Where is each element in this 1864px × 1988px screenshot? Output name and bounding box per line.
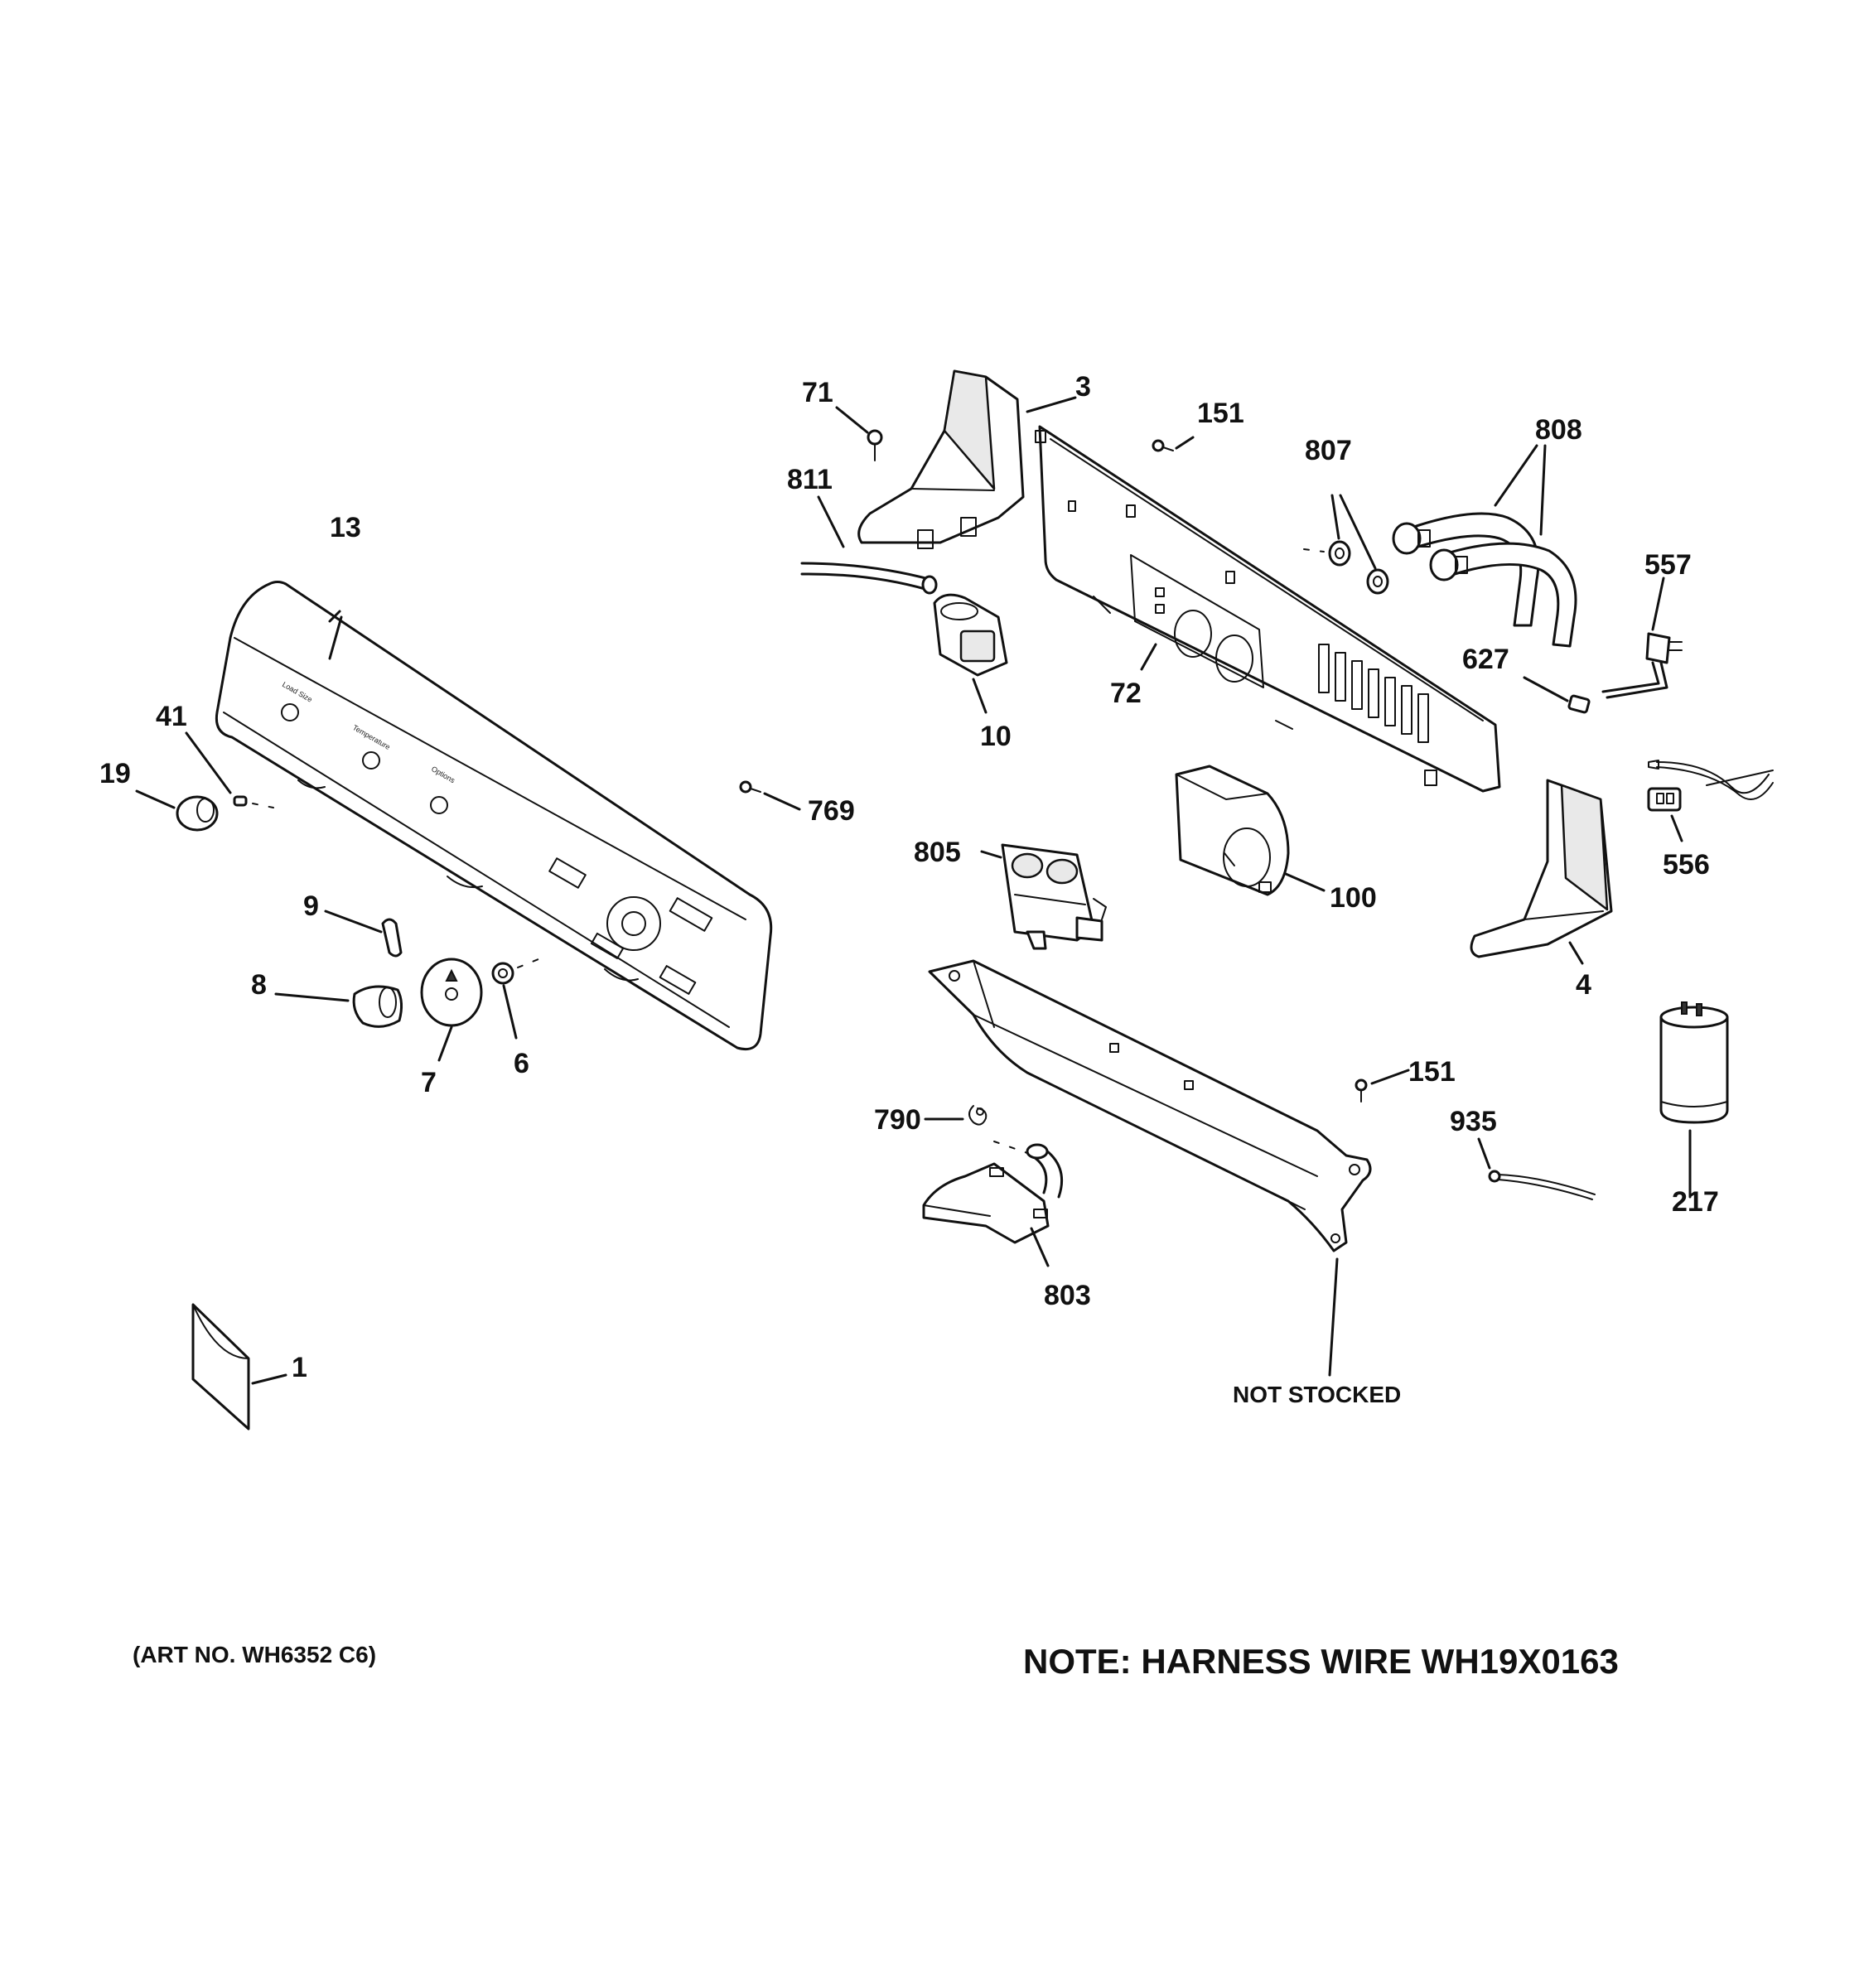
label-151-bottom: 151: [1408, 1056, 1456, 1088]
label-808: 808: [1535, 414, 1582, 446]
part-4-end-cap-right: [1470, 779, 1613, 958]
label-790: 790: [874, 1104, 921, 1136]
part-151-screw-top: [1152, 439, 1174, 452]
part-9-clip: [381, 918, 403, 958]
label-72: 72: [1110, 678, 1142, 709]
label-9: 9: [303, 890, 319, 922]
part-71-screw: [867, 429, 883, 461]
label-803: 803: [1044, 1280, 1091, 1311]
part-10-pressure-switch: [933, 593, 1008, 677]
part-627-bushing: [1567, 694, 1591, 714]
part-790-clamp: [968, 1105, 988, 1126]
part-7-dial-disc: [420, 958, 483, 1027]
part-811-hose: [800, 562, 938, 595]
assembly-dash-lines: [252, 548, 1325, 1154]
label-1: 1: [292, 1352, 307, 1383]
label-217: 217: [1672, 1186, 1719, 1218]
label-811: 811: [787, 464, 833, 495]
part-8-knob: [352, 985, 403, 1028]
label-557: 557: [1644, 549, 1692, 581]
label-627: 627: [1462, 644, 1509, 675]
part-41-spring: [233, 795, 248, 807]
label-not-stocked: NOT STOCKED: [1233, 1382, 1401, 1407]
label-71: 71: [802, 377, 833, 408]
label-10: 10: [980, 721, 1012, 752]
part-19-knob: [176, 795, 219, 832]
label-807: 807: [1305, 435, 1352, 466]
part-1-literature: [191, 1303, 250, 1431]
part-557-power-cord: [1601, 632, 1683, 699]
part-803-hose-assembly: [922, 1143, 1064, 1244]
label-4: 4: [1576, 969, 1591, 1001]
label-6: 6: [514, 1048, 529, 1079]
part-769-screw: [739, 780, 761, 794]
part-100-timer: [1175, 765, 1290, 896]
label-556: 556: [1663, 849, 1710, 881]
harness-note: NOTE: HARNESS WIRE WH19X0163: [1023, 1642, 1619, 1681]
label-41: 41: [156, 701, 187, 732]
leader-lines: [135, 396, 1692, 1385]
label-151-top: 151: [1197, 398, 1244, 429]
label-8: 8: [251, 969, 267, 1001]
part-808-fill-hoses: [1392, 512, 1577, 648]
label-769: 769: [808, 795, 855, 827]
part-805-water-valve: [1001, 843, 1107, 950]
label-3: 3: [1075, 371, 1091, 403]
vent-slots: [1318, 644, 1429, 743]
label-805: 805: [914, 837, 961, 868]
part-556-harness: [1647, 760, 1774, 812]
label-13: 13: [330, 512, 361, 543]
label-19: 19: [99, 758, 131, 789]
part-935-ground-wire: [1488, 1170, 1596, 1200]
label-935: 935: [1450, 1106, 1497, 1137]
label-7: 7: [421, 1067, 437, 1098]
part-3-end-cap-left: [857, 369, 1025, 549]
part-13-control-panel: Load Size Temperature Options: [215, 581, 773, 1051]
part-151-screw-bottom: [1355, 1078, 1368, 1103]
part-6-nut: [491, 962, 514, 985]
label-100: 100: [1330, 882, 1377, 914]
art-number: (ART NO. WH6352 C6): [133, 1642, 376, 1667]
part-labels: 13 41 19 9 8 7 6 1 71 3 811 151 807 808 …: [99, 371, 1719, 1407]
part-217-capacitor: [1659, 1001, 1729, 1124]
part-72-back-panel: [1035, 425, 1501, 793]
base-bracket-not-stocked: [928, 959, 1372, 1252]
part-807-washers: [1328, 540, 1389, 595]
